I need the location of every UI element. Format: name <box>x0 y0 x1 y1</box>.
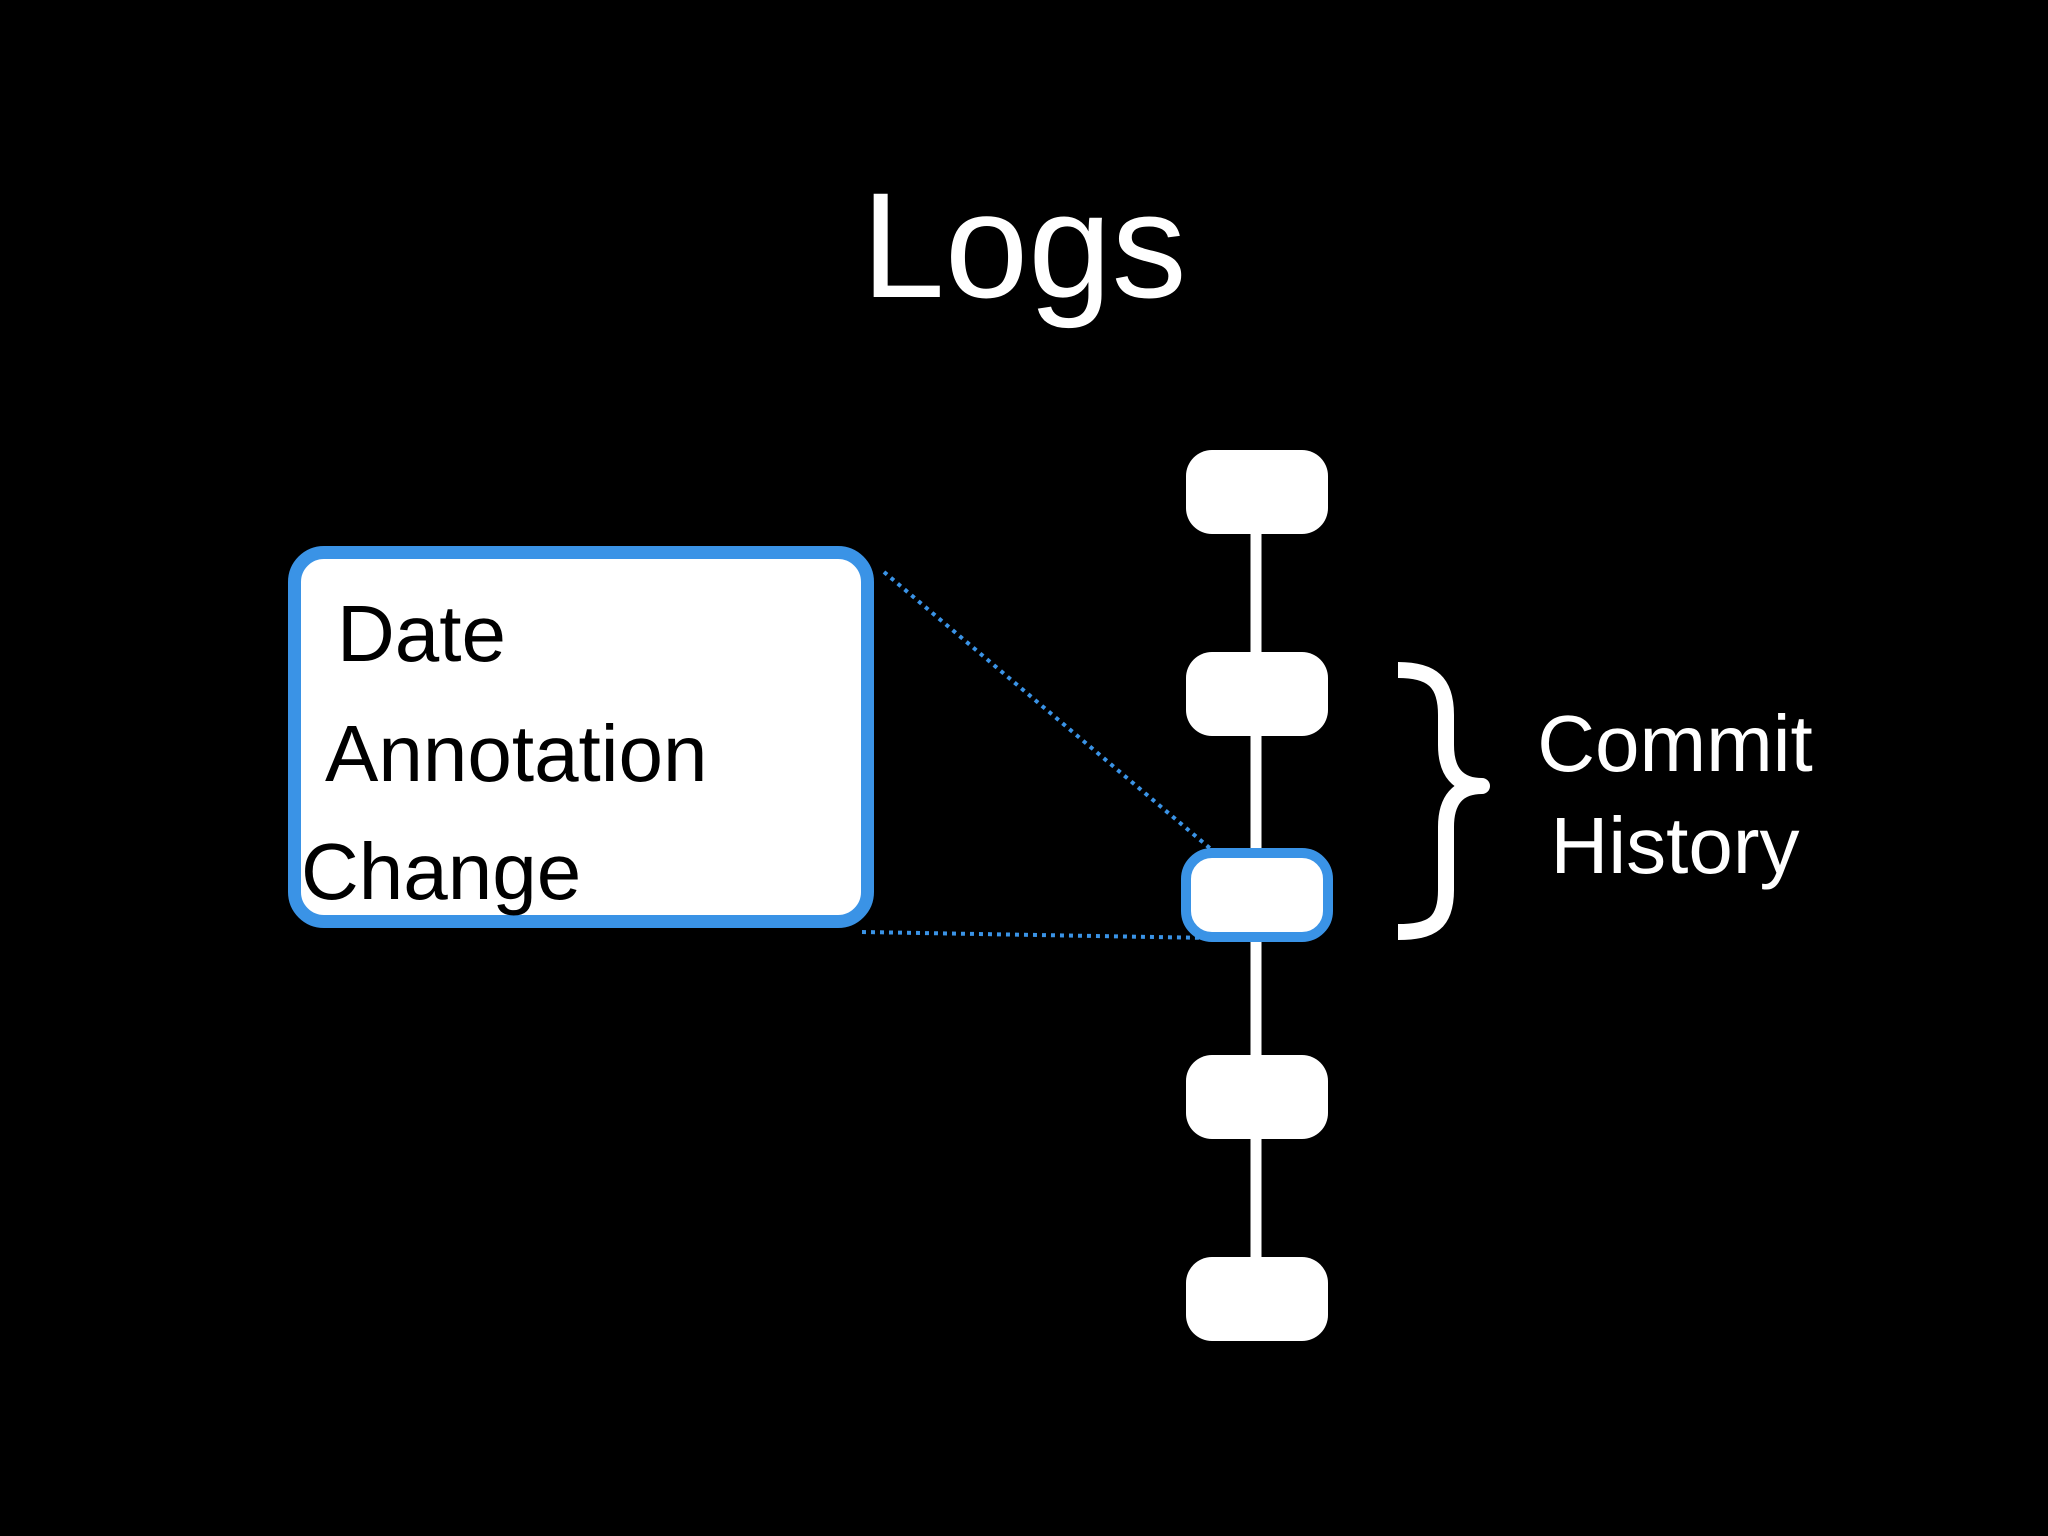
curly-brace-icon <box>1397 662 1490 940</box>
commit-history-label-line-2: History <box>1550 801 1800 890</box>
commit-detail-card: Date Annotation Change <box>288 546 874 928</box>
commit-node-highlighted[interactable] <box>1181 848 1333 942</box>
zoom-connector-bottom <box>861 930 1213 940</box>
commit-history-label-line-1: Commit <box>1537 699 1813 788</box>
commit-node[interactable] <box>1186 1257 1328 1341</box>
detail-field-date: Date <box>337 589 506 678</box>
commit-node[interactable] <box>1186 652 1328 736</box>
zoom-connector-top <box>882 570 1214 852</box>
commit-node[interactable] <box>1186 1055 1328 1139</box>
detail-field-annotation: Annotation <box>325 709 708 798</box>
slide-title: Logs <box>861 161 1187 329</box>
commit-node[interactable] <box>1186 450 1328 534</box>
commit-history-label: Commit History <box>1500 693 1850 897</box>
detail-field-change: Change <box>301 827 582 916</box>
